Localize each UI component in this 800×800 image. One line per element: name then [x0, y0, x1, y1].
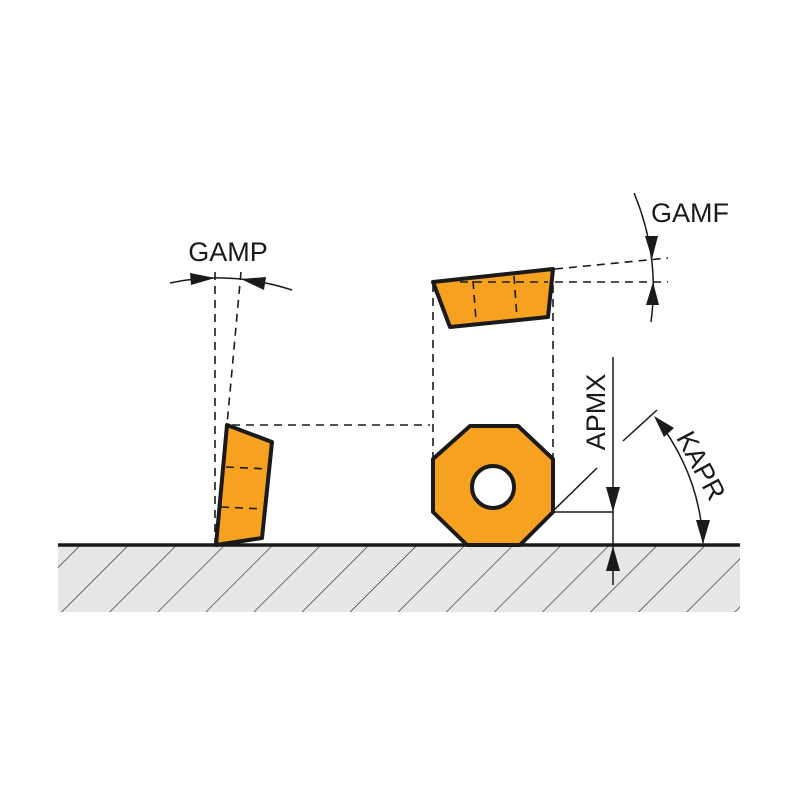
arrow-icon [654, 416, 674, 437]
arrow-icon [606, 487, 620, 512]
gamf-dimension: GAMF [633, 192, 729, 323]
workpiece [58, 543, 740, 612]
arrow-icon [646, 282, 659, 305]
apmx-label: APMX [581, 374, 611, 451]
insert-hole [470, 464, 516, 510]
arrow-icon [645, 236, 658, 259]
kapr-dimension: KAPR [622, 409, 731, 544]
kapr-label: KAPR [670, 426, 731, 505]
gamf-label: GAMF [651, 198, 729, 228]
gamp-dimension: GAMP [169, 237, 293, 291]
arrow-icon [696, 520, 710, 544]
insert-side-view [214, 423, 274, 547]
insert-front-view [431, 267, 555, 329]
arrow-icon [241, 277, 266, 290]
apmx-dimension: APMX [552, 357, 620, 585]
octagonal-insert-top-view [431, 424, 555, 547]
projection-lines [214, 257, 669, 543]
gamp-label: GAMP [188, 237, 268, 267]
arrow-icon [190, 273, 215, 285]
arrow-icon [606, 546, 620, 571]
